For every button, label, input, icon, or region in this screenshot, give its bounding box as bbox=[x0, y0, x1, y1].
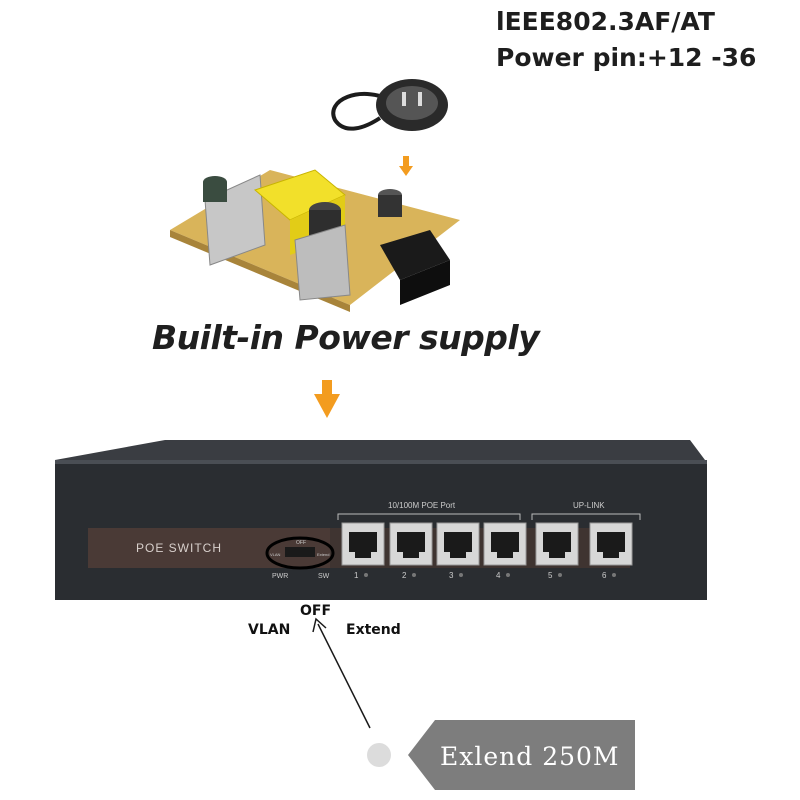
spec-text: lEEE802.3AF/AT Power pin:+12 -36 bbox=[496, 4, 756, 76]
pointer-arrow-icon bbox=[312, 617, 371, 729]
sw-label: SW bbox=[318, 573, 330, 580]
ethernet-port-1: 1 bbox=[341, 522, 385, 580]
port-led-icon bbox=[558, 573, 562, 577]
annotation-extend: Extend bbox=[346, 622, 401, 638]
dip-extend-label: Extend bbox=[317, 552, 329, 557]
port-number-label: 2 bbox=[402, 571, 407, 580]
arrow-down-icon bbox=[399, 156, 413, 176]
spec-standard: lEEE802.3AF/AT bbox=[496, 7, 715, 36]
pcb-board-image bbox=[170, 169, 460, 312]
ethernet-port-4: 4 bbox=[483, 522, 527, 580]
port-number-label: 6 bbox=[602, 571, 607, 580]
ethernet-port-2: 2 bbox=[389, 522, 433, 580]
port-led-icon bbox=[364, 573, 368, 577]
arrow-down-icon bbox=[314, 380, 340, 418]
ethernet-ports: 1 2 3 4 5 6 bbox=[341, 522, 633, 580]
tag-hole-icon bbox=[367, 743, 391, 767]
port-number-label: 1 bbox=[354, 571, 359, 580]
uplink-label: UP-LINK bbox=[573, 501, 605, 510]
extend-tag bbox=[367, 720, 635, 790]
switch-top-face bbox=[55, 440, 705, 460]
dip-switch-highlight bbox=[265, 536, 335, 570]
dip-off-label: OFF bbox=[296, 540, 306, 546]
poe-port-group-label: 10/100M POE Port bbox=[388, 501, 456, 510]
ethernet-port-6: 6 bbox=[589, 522, 633, 580]
power-plug-image bbox=[331, 79, 448, 131]
switch-brand-label: POE SWITCH bbox=[136, 541, 222, 555]
poe-switch-illustration: POE SWITCH OFF VLAN Extend PWR SW 10/100… bbox=[55, 380, 707, 600]
port-number-label: 5 bbox=[548, 571, 553, 580]
spec-power-pin: Power pin:+12 -36 bbox=[496, 43, 757, 72]
extend-tag-text: Exlend 250M bbox=[440, 742, 620, 771]
power-supply-illustration bbox=[170, 79, 460, 312]
port-led-icon bbox=[506, 573, 510, 577]
built-in-power-caption: Built-in Power supply bbox=[152, 318, 540, 357]
dip-switch bbox=[285, 547, 315, 557]
pwr-label: PWR bbox=[272, 573, 288, 580]
ethernet-port-5: 5 bbox=[535, 522, 579, 580]
port-number-label: 3 bbox=[449, 571, 454, 580]
ethernet-port-3: 3 bbox=[436, 522, 480, 580]
port-led-icon bbox=[459, 573, 463, 577]
port-number-label: 4 bbox=[496, 571, 501, 580]
port-led-icon bbox=[412, 573, 416, 577]
port-led-icon bbox=[612, 573, 616, 577]
dip-vlan-label: VLAN bbox=[270, 552, 281, 557]
annotation-vlan: VLAN bbox=[248, 622, 291, 638]
annotation-off: OFF bbox=[300, 603, 332, 619]
